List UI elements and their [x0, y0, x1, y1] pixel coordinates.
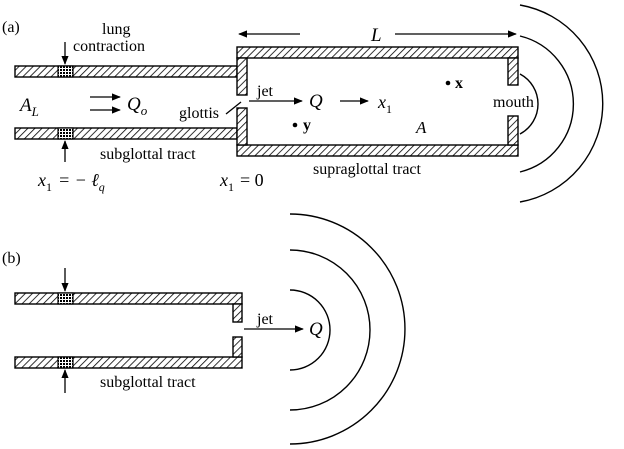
b-radiation-arc-3	[289, 213, 406, 445]
glottis-lower-wall	[236, 107, 248, 146]
glottis-label: glottis	[179, 105, 219, 122]
b-plug-upper	[57, 292, 74, 305]
b-glottis-lower	[232, 336, 243, 358]
supraglottal-area-label: A	[415, 118, 427, 137]
jet-flow-label: Q	[309, 91, 323, 112]
jet-label: jet	[256, 83, 274, 100]
subglottal-lower-wall	[14, 127, 238, 140]
lung-plug-upper	[57, 65, 74, 78]
point-x-dot	[445, 80, 451, 86]
supraglottal-lower-wall	[236, 144, 519, 157]
length-label: L	[370, 25, 382, 46]
b-flow-label: Q	[309, 319, 323, 340]
b-radiation-arc-1	[289, 289, 331, 371]
radiation-arc-2	[519, 35, 575, 173]
lung-contraction-line2: contraction	[73, 38, 145, 55]
b-upper-wall	[14, 292, 243, 305]
b-jet-label: jet	[256, 311, 274, 328]
position-lung-label: x1= − ℓq	[37, 170, 105, 194]
point-x-label: x	[455, 75, 463, 92]
b-radiation-arc-2	[289, 249, 371, 411]
mouth-label: mouth	[493, 94, 534, 111]
panel-a: (a) L lung contraction AL Qo	[2, 4, 604, 203]
b-plug-lower	[57, 356, 74, 369]
mouth-upper-wall	[507, 57, 519, 86]
supraglottal-tract-label: supraglottal tract	[313, 161, 422, 178]
subglottal-tract-label-b: subglottal tract	[100, 374, 196, 391]
panel-b: (b) jet Q subglottal tract	[2, 213, 406, 445]
subglottal-area-label: AL	[18, 95, 39, 119]
radiation-arc-3	[519, 4, 604, 203]
panel-b-tag: (b)	[2, 250, 21, 267]
point-y-label: y	[303, 117, 311, 134]
radiation-arc-1	[519, 73, 539, 135]
subglottal-upper-wall	[14, 65, 238, 78]
supraglottal-upper-wall	[236, 46, 519, 59]
b-lower-wall	[14, 356, 243, 369]
lung-contraction-line1: lung	[102, 21, 130, 38]
glottis-upper-wall	[236, 57, 248, 96]
point-y-dot	[292, 122, 298, 128]
subglottal-flow-label: Qo	[127, 94, 148, 118]
glottis-pointer	[225, 101, 242, 115]
b-glottis-upper	[232, 303, 243, 323]
panel-a-tag: (a)	[2, 19, 20, 36]
lung-plug-lower	[57, 127, 74, 140]
position-glottis-label: x1= 0	[219, 170, 264, 194]
subglottal-tract-label-a: subglottal tract	[100, 146, 196, 163]
mouth-lower-wall	[507, 115, 519, 146]
axis-label: x1	[377, 92, 392, 116]
